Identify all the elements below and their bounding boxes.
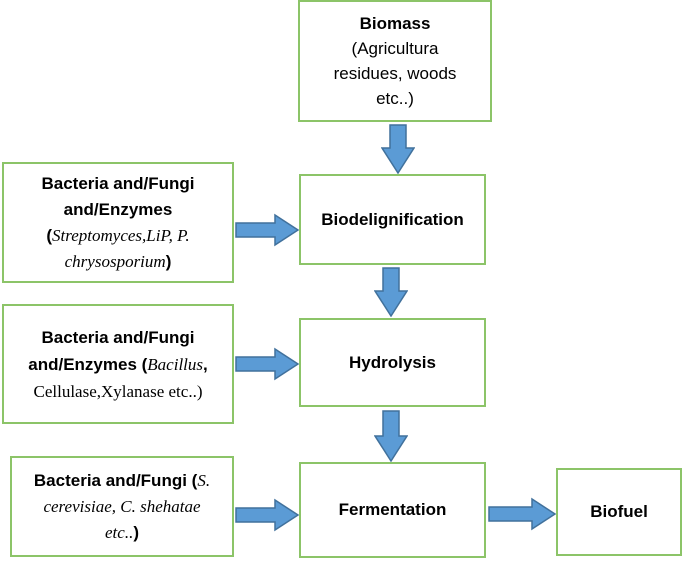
arrow-right-input1-to-biodelignification bbox=[235, 213, 299, 247]
hydrolysis-title: Hydrolysis bbox=[349, 352, 436, 372]
input1-line3: (Streptomyces,LiP, P. bbox=[46, 223, 189, 249]
input3-organism-1: S. bbox=[197, 470, 211, 490]
arrow-down-biodelignification-to-hydrolysis bbox=[374, 267, 408, 317]
input2-organism: Bacillus bbox=[147, 354, 204, 374]
biofuel-title: Biofuel bbox=[590, 502, 648, 521]
biofuel-box: Biofuel bbox=[556, 468, 682, 556]
input2-comma: , bbox=[203, 354, 208, 374]
input3-close-paren: ) bbox=[133, 522, 139, 542]
input2-line3: Cellulase,Xylanase etc..) bbox=[33, 381, 203, 401]
input1-line4: chrysosporium) bbox=[65, 249, 172, 275]
input3-line1-text: Bacteria and/Fungi ( bbox=[33, 470, 198, 490]
input2-line1: Bacteria and/Fungi bbox=[41, 327, 195, 347]
biomass-detail-line2: residues, woods bbox=[333, 63, 457, 83]
arrow-down-hydrolysis-to-fermentation bbox=[374, 410, 408, 462]
fermentation-title: Fermentation bbox=[338, 500, 447, 519]
input2-line2-text: and/Enzymes ( bbox=[28, 354, 148, 374]
biomass-detail-line3: etc..) bbox=[376, 88, 414, 108]
arrow-right-input2-to-hydrolysis bbox=[235, 347, 299, 381]
biodelignification-box: Biodelignification bbox=[299, 174, 486, 265]
input1-organisms-2: chrysosporium bbox=[64, 251, 166, 271]
biodelignification-title: Biodelignification bbox=[321, 209, 464, 229]
input3-etc: etc.. bbox=[105, 522, 134, 542]
biomass-box: Biomass (Agricultura residues, woods etc… bbox=[298, 0, 492, 122]
input3-line1: Bacteria and/Fungi (S. bbox=[34, 468, 210, 494]
arrow-right-fermentation-to-biofuel bbox=[488, 497, 556, 531]
arrow-down-biomass-to-biodelignification bbox=[381, 124, 415, 174]
enzyme-input-box-2: Bacteria and/Fungi and/Enzymes (Bacillus… bbox=[2, 304, 234, 424]
input3-line3: etc..) bbox=[105, 520, 139, 546]
biomass-title: Biomass bbox=[359, 13, 431, 33]
input3-line2: cerevisiae, C. shehatae bbox=[43, 496, 201, 516]
input1-organisms-1: Streptomyces,LiP, P. bbox=[52, 225, 190, 245]
fermentation-box: Fermentation bbox=[299, 462, 486, 558]
input1-line1: Bacteria and/Fungi bbox=[41, 173, 195, 193]
biomass-detail-line1: (Agricultura bbox=[351, 38, 439, 58]
input1-open-paren: ( bbox=[46, 225, 53, 245]
microbe-input-box-3: Bacteria and/Fungi (S. cerevisiae, C. sh… bbox=[10, 456, 234, 557]
input2-line2: and/Enzymes (Bacillus, bbox=[28, 351, 208, 378]
enzyme-input-box-1: Bacteria and/Fungi and/Enzymes (Streptom… bbox=[2, 162, 234, 283]
input1-close-paren: ) bbox=[165, 251, 172, 271]
arrow-right-input3-to-fermentation bbox=[235, 498, 299, 532]
input1-line2: and/Enzymes bbox=[63, 199, 173, 219]
hydrolysis-box: Hydrolysis bbox=[299, 318, 486, 407]
